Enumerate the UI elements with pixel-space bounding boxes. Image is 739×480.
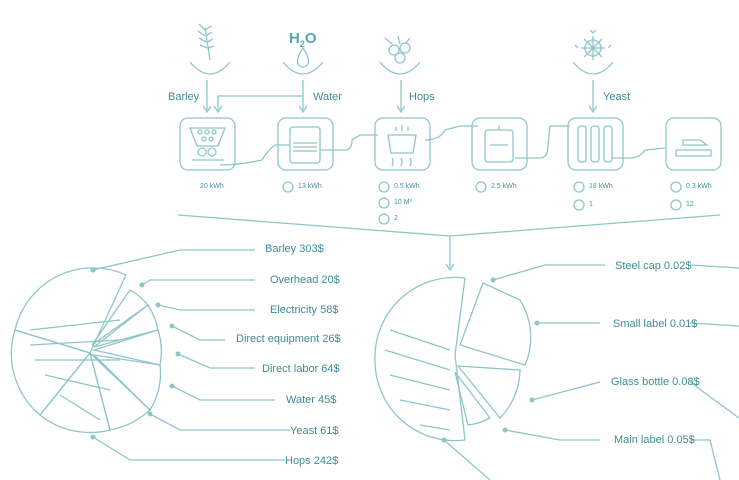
water-drop-icon [282,46,324,75]
cost-pie [10,267,162,434]
mash-energy: 13 kWh [298,183,322,190]
cost-yeast: Yeast 61$ [290,425,339,437]
pack-main-label: Main label 0.05$ [614,434,695,446]
pack-steel-cap: Steel cap 0.02$ [615,260,692,272]
cost-overhead: Overhead 20$ [270,274,340,286]
boil-volume: 10 M³ [394,199,412,206]
bottling-station [665,117,722,171]
boil-energy: 0.5 kWh [394,183,420,190]
packaging-pie [374,276,532,442]
cost-direct-labor: Direct labor 64$ [262,363,340,375]
mill-energy: 20 kWh [200,183,224,190]
bottling-workers: 12 [686,201,694,208]
barley-icon [189,23,231,75]
bottling-energy: 0.3 kWh [686,183,712,190]
pack-small-label: Small label 0.01$ [613,318,698,330]
pack-glass-bottle: Glass bottle 0.08$ [611,376,700,388]
fermenter-station [471,117,528,171]
ferment-energy: 2.5 kWh [491,183,517,190]
hops-icon [379,35,421,75]
hops-label: Hops [409,91,435,103]
cost-direct-equipment: Direct equipment 26$ [236,333,341,345]
mill-station [179,117,236,171]
yeast-icon [572,29,614,75]
boil-kettle-station [374,117,431,171]
cost-water: Water 45$ [286,394,337,406]
barley-label: Barley [168,91,200,103]
filter-workers: 1 [589,201,593,208]
yeast-label: Yeast [603,91,631,103]
filter-station [567,117,624,171]
cost-electricity: Electricity 58$ [270,304,339,316]
mash-tun-station [277,117,334,171]
boil-workers: 2 [394,215,398,222]
water-formula: H2O [289,30,317,49]
water-label: Water [313,91,342,103]
cost-barley: Barley 303$ [265,243,324,255]
filter-energy: 18 kWh [589,183,613,190]
cost-hops: Hops 242$ [285,455,339,467]
